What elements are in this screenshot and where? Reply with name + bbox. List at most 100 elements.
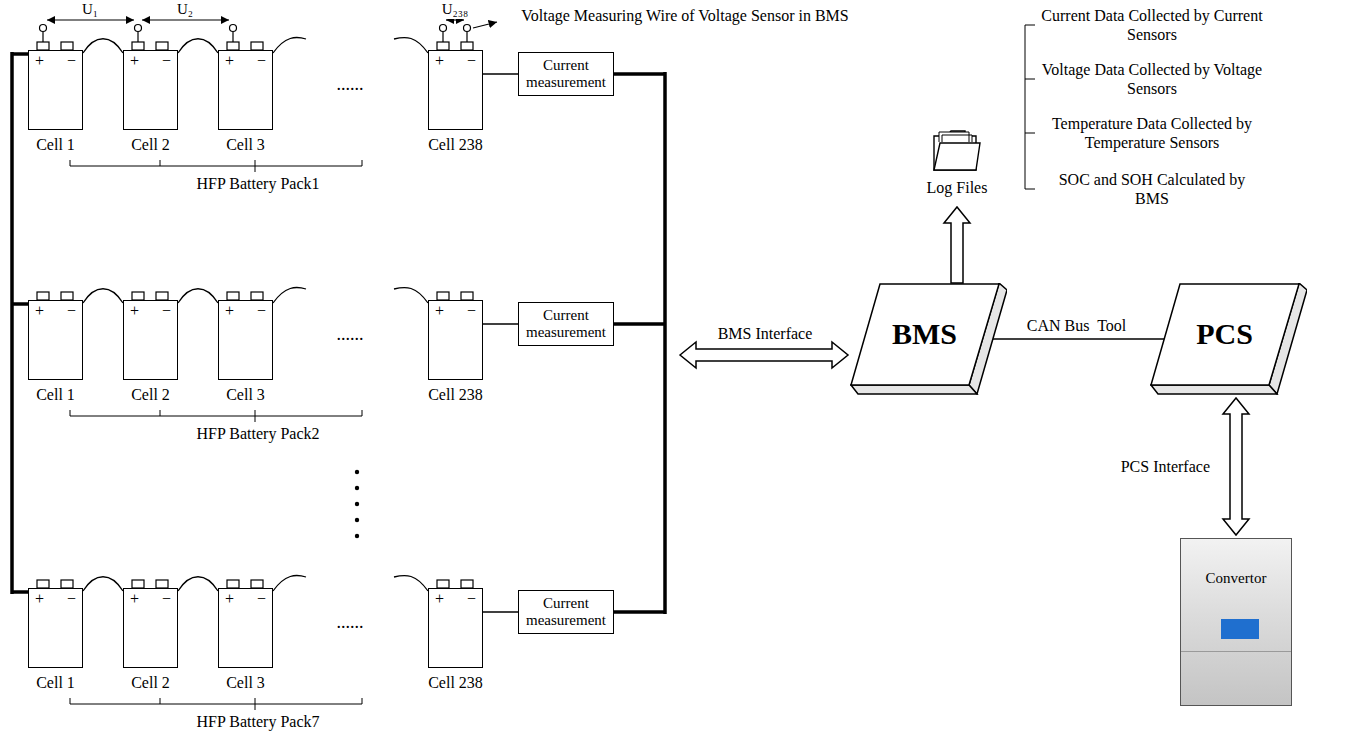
controller-label: BMS bbox=[892, 317, 957, 351]
annotation-label: HFP Battery Pack1 bbox=[195, 174, 322, 193]
voltage-measuring-wires bbox=[40, 20, 498, 42]
current-measurement-box: Current measurement bbox=[518, 52, 614, 96]
terminal-sign: + bbox=[225, 590, 234, 608]
can-bus-line bbox=[987, 338, 1166, 340]
measurement-wire bbox=[483, 73, 518, 74]
annotation-label: ...... bbox=[335, 613, 366, 632]
continuation-dots bbox=[355, 470, 359, 538]
edge-label: CAN Bus Tool bbox=[1025, 316, 1129, 335]
annotation-label: HFP Battery Pack2 bbox=[195, 424, 322, 443]
cell-label: Cell 238 bbox=[428, 674, 483, 692]
current-measurement-label: Current measurement bbox=[522, 57, 610, 91]
battery-cell: +−Cell 3 bbox=[218, 300, 273, 380]
current-measurement-label: Current measurement bbox=[522, 595, 610, 629]
controller-block: PCS bbox=[1150, 283, 1307, 395]
annotation-label: U₂ bbox=[175, 0, 195, 19]
converter-label: Convertor bbox=[1181, 569, 1291, 587]
log-files-label: Log Files bbox=[912, 178, 1002, 197]
battery-cell: +−Cell 1 bbox=[28, 50, 83, 130]
terminal-sign: − bbox=[257, 52, 266, 70]
log-bracket bbox=[1025, 25, 1035, 189]
cell-label: Cell 1 bbox=[36, 674, 75, 692]
terminal-sign: − bbox=[257, 590, 266, 608]
log-files-icon: Log Files bbox=[912, 126, 1002, 204]
terminal-sign: − bbox=[467, 52, 476, 70]
cell-link-wire bbox=[83, 39, 123, 53]
terminal-sign: − bbox=[67, 302, 76, 320]
terminal-sign: − bbox=[162, 52, 171, 70]
cell-label: Cell 1 bbox=[36, 386, 75, 404]
cell-link-wire bbox=[83, 289, 123, 303]
battery-pack-wiring bbox=[12, 287, 665, 422]
cabinet-panel-line bbox=[1181, 651, 1291, 652]
terminal-sign: − bbox=[467, 590, 476, 608]
slab-text-area: PCS bbox=[1150, 283, 1299, 385]
cell-label: Cell 2 bbox=[131, 136, 170, 154]
measurement-wire bbox=[483, 323, 518, 324]
cell-label: Cell 238 bbox=[428, 136, 483, 154]
battery-cell: +−Cell 2 bbox=[123, 300, 178, 380]
folder-papers bbox=[939, 132, 972, 142]
terminal-sign: − bbox=[257, 302, 266, 320]
cell-label: Cell 3 bbox=[226, 136, 265, 154]
annotation-label: ...... bbox=[335, 75, 366, 94]
terminal-sign: + bbox=[435, 52, 444, 70]
battery-pack-wiring bbox=[12, 575, 665, 710]
measurement-wire bbox=[483, 611, 518, 612]
terminal-sign: + bbox=[35, 590, 44, 608]
interface-arrow bbox=[1223, 398, 1249, 535]
terminal-sign: + bbox=[130, 590, 139, 608]
annotation-label: ...... bbox=[335, 325, 366, 344]
interface-arrow bbox=[944, 207, 970, 283]
cell-label: Cell 3 bbox=[226, 674, 265, 692]
cell-label: Cell 3 bbox=[226, 386, 265, 404]
current-measurement-label: Current measurement bbox=[522, 307, 610, 341]
annotation-label: Current Data Collected by Current Sensor… bbox=[1040, 6, 1264, 44]
battery-cell: +−Cell 1 bbox=[28, 588, 83, 668]
battery-cell: +−Cell 238 bbox=[428, 588, 483, 668]
folder-front bbox=[934, 143, 980, 170]
battery-cell: +−Cell 3 bbox=[218, 50, 273, 130]
slab-bottom bbox=[851, 385, 977, 394]
battery-cell: +−Cell 238 bbox=[428, 50, 483, 130]
terminal-sign: + bbox=[225, 302, 234, 320]
battery-cell: +−Cell 238 bbox=[428, 300, 483, 380]
terminal-sign: + bbox=[130, 302, 139, 320]
cell-label: Cell 2 bbox=[131, 674, 170, 692]
slab-bottom bbox=[1151, 385, 1277, 394]
terminal-sign: + bbox=[35, 302, 44, 320]
slab-front bbox=[1151, 284, 1299, 385]
cell-link-wire bbox=[178, 577, 218, 591]
annotation-label: Temperature Data Collected by Temperatur… bbox=[1040, 114, 1264, 152]
cell-link-wire bbox=[178, 289, 218, 303]
battery-cell: +−Cell 3 bbox=[218, 588, 273, 668]
right-bus-bar bbox=[663, 72, 667, 614]
terminal-sign: + bbox=[435, 302, 444, 320]
cell-link-wire bbox=[83, 577, 123, 591]
battery-cell: +−Cell 1 bbox=[28, 300, 83, 380]
annotation-label: BMS Interface bbox=[716, 324, 815, 343]
terminal-sign: + bbox=[435, 590, 444, 608]
folder-icon bbox=[932, 126, 982, 174]
terminal-sign: − bbox=[67, 590, 76, 608]
converter-cabinet: Convertor bbox=[1180, 538, 1292, 706]
terminal-sign: − bbox=[67, 52, 76, 70]
annotation-label: Voltage Data Collected by Voltage Sensor… bbox=[1040, 60, 1264, 98]
annotation-label: U₂₃₈ bbox=[440, 0, 471, 19]
annotation-label: Voltage Measuring Wire of Voltage Sensor… bbox=[500, 6, 870, 25]
terminal-sign: − bbox=[162, 590, 171, 608]
battery-cell: +−Cell 2 bbox=[123, 50, 178, 130]
terminal-sign: − bbox=[467, 302, 476, 320]
battery-cell: +−Cell 2 bbox=[123, 588, 178, 668]
current-measurement-box: Current measurement bbox=[518, 302, 614, 346]
current-measurement-box: Current measurement bbox=[518, 590, 614, 634]
cell-label: Cell 2 bbox=[131, 386, 170, 404]
cell-link-wire bbox=[178, 39, 218, 53]
terminal-sign: − bbox=[162, 302, 171, 320]
bms-interface-arrow bbox=[680, 342, 848, 368]
cell-label: Cell 1 bbox=[36, 136, 75, 154]
annotation-label: U₁ bbox=[80, 0, 100, 19]
